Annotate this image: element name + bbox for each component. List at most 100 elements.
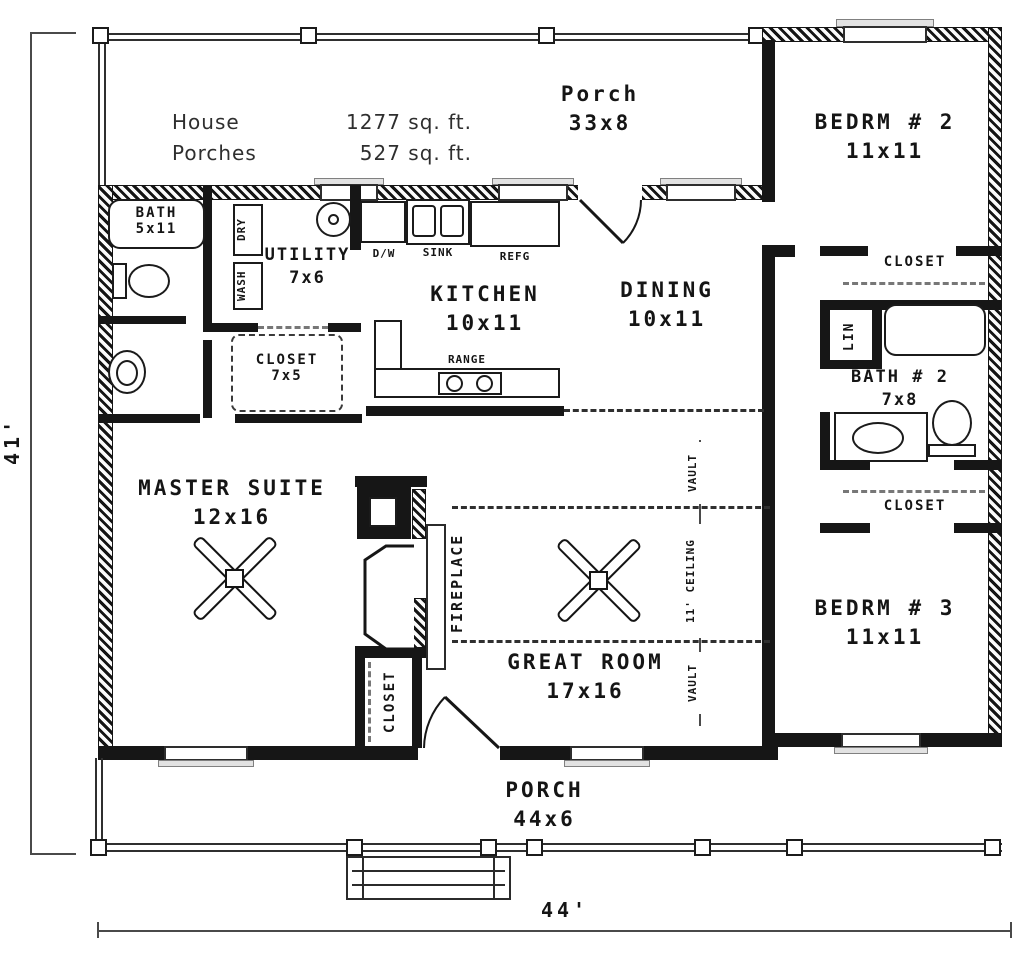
rear-door-leaf [443, 695, 501, 750]
bottom-porch-left-edge [95, 758, 103, 852]
bottom-porch-dims: 44x6 [513, 807, 576, 832]
range-label: RANGE [447, 353, 487, 366]
washer: WASH [233, 262, 263, 310]
bath1-label: BATH 5x11 [110, 205, 203, 237]
front-door-swing-arc [622, 199, 642, 244]
bottom-dimension-tick-left [97, 922, 99, 938]
bedroom2-label: BEDRM # 2 11x11 [795, 108, 975, 167]
fireplace-flue [369, 497, 397, 527]
front-door-opening [578, 184, 642, 201]
window [843, 26, 927, 43]
range-burner [446, 375, 463, 392]
sink-bowl-left [412, 205, 436, 237]
bath1-name: BATH [135, 205, 178, 221]
hall-wall-stub [775, 245, 795, 257]
utility-label: UTILITY 7x6 [240, 244, 375, 290]
top-porch-dims: 33x8 [568, 111, 632, 136]
closet1-north-wall-left [820, 246, 868, 256]
water-heater-inner [328, 214, 339, 225]
bath1-wall-right-upper [203, 185, 212, 325]
left-dimension-tick-bottom [30, 853, 76, 855]
closet1-shelf-dash [843, 282, 985, 285]
porch-post [300, 27, 317, 44]
step-rail [493, 856, 495, 900]
bath1-wall-right-lower [203, 340, 212, 418]
master-north-wall-right [235, 414, 362, 423]
master-dims: 12x16 [192, 505, 272, 530]
utility-closet-dims: 7x5 [271, 368, 303, 384]
refrigerator-label: REFG [499, 250, 531, 263]
fp-closet-wall-left [355, 656, 365, 748]
porch-railing [95, 843, 1002, 852]
left-dimension-tick-top [30, 32, 76, 34]
bath1-wall-mid [98, 316, 186, 324]
bathtub-2 [884, 304, 986, 356]
top-porch-label: Porch 33x8 [515, 80, 685, 139]
utility-closet-name: CLOSET [255, 352, 319, 368]
bath2-name: BATH # 2 [851, 367, 949, 387]
bath2-hall-wall [820, 412, 830, 470]
closet2-north-wall-right [954, 460, 1002, 470]
linen-wall-left [820, 300, 830, 368]
front-door-leaf [578, 198, 625, 245]
dishwasher-label: D/W [372, 247, 396, 260]
closet2-north-wall-left [820, 460, 870, 470]
step-edge [352, 870, 505, 872]
ceiling-fan-master [178, 522, 288, 632]
window [666, 184, 736, 201]
master-suite-label: MASTER SUITE 12x16 [118, 474, 346, 533]
closet2-south-wall-left [820, 523, 870, 533]
step-edge [352, 884, 505, 886]
bedroom3-label: BEDRM # 3 11x11 [795, 594, 975, 653]
area-row-porches: Porches 527 sq. ft. [172, 141, 472, 165]
master-north-wall-left [98, 414, 200, 423]
porch-post [694, 839, 711, 856]
closet-bifold-dash [258, 326, 328, 329]
bath2-label: BATH # 2 7x8 [818, 366, 982, 412]
bottom-dimension-tick-right [1010, 922, 1012, 938]
toilet2-bowl [932, 400, 972, 446]
top-porch-left-edge [98, 33, 106, 187]
bottom-dimension-label: 44' [540, 898, 590, 922]
porch-post [346, 839, 363, 856]
dining-dims: 10x11 [627, 307, 707, 332]
porch-post [480, 839, 497, 856]
porch-post [984, 839, 1001, 856]
window-sill [834, 747, 928, 754]
utility-south-wall-right [328, 323, 361, 332]
fp-closet-wall-right [412, 656, 422, 748]
porch-post [786, 839, 803, 856]
great-room-label: GREAT ROOM 17x16 [468, 648, 703, 707]
fan-hub [225, 569, 244, 588]
kitchen-label: KITCHEN 10x11 [390, 280, 580, 339]
range-burner [476, 375, 493, 392]
bedroom2-dims: 11x11 [845, 139, 925, 164]
toilet-tank [112, 263, 127, 299]
firebox [363, 544, 414, 651]
step-rail [362, 856, 364, 900]
vault-line-lower [452, 640, 770, 643]
window [498, 184, 568, 201]
toilet-bowl [128, 264, 170, 298]
bath1-dims: 5x11 [135, 221, 178, 237]
toilet2-base [928, 444, 976, 457]
bathtub: BATH 5x11 [108, 199, 205, 249]
area-value: 1277 sq. ft. [346, 110, 472, 134]
fireplace-top-wall [355, 476, 427, 487]
fireplace-hatch-upper [412, 489, 426, 539]
bottom-porch-label: PORCH 44x6 [452, 776, 637, 835]
rear-door-swing-arc [423, 696, 446, 749]
left-dimension-line [30, 33, 32, 855]
area-value: 527 sq. ft. [359, 141, 472, 165]
hearth [426, 524, 446, 670]
entry-steps [346, 856, 511, 900]
dining-label: DINING 10x11 [572, 276, 762, 335]
bottom-dimension-line [98, 930, 1012, 932]
sink-label: SINK [422, 246, 454, 259]
linen-divider [872, 306, 882, 362]
dryer: DRY [233, 204, 263, 256]
wing-left-wall-lower [762, 245, 775, 750]
master-name: MASTER SUITE [138, 476, 326, 500]
